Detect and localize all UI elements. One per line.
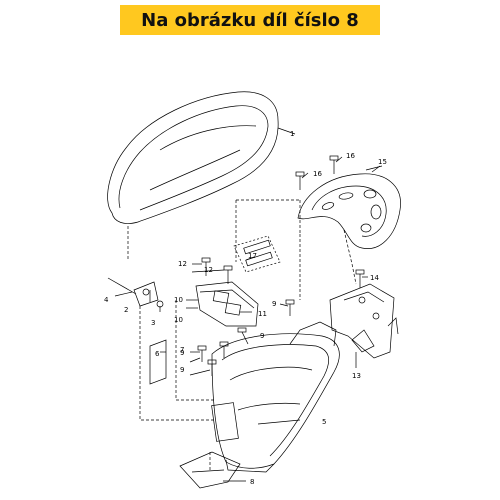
callout-12a: 12 (178, 260, 187, 268)
bracket-part-2 (133, 281, 159, 307)
bolt-14 (355, 269, 365, 288)
callout-9a: 9 (272, 300, 276, 308)
callout-2: 2 (124, 306, 128, 314)
callout-12b: 12 (204, 266, 213, 274)
callout-6: 6 (155, 350, 160, 358)
seat-part (107, 91, 296, 224)
bolt-16a (329, 155, 339, 174)
callout-4: 4 (104, 296, 109, 304)
bolt-16b (295, 171, 305, 190)
callout-16b: 16 (313, 170, 322, 178)
callout-8: 8 (250, 478, 254, 486)
callout-16a: 16 (346, 152, 355, 160)
bolt-9b (197, 345, 207, 362)
callout-15: 15 (378, 158, 387, 166)
callout-11: 11 (258, 310, 267, 318)
bolt-12b (223, 265, 233, 284)
callout-9b: 9 (180, 349, 184, 357)
grab-rail-part (297, 165, 401, 249)
lock-bracket-part (195, 281, 259, 327)
callout-5: 5 (322, 418, 326, 426)
plate-part-8 (179, 451, 241, 489)
callout-3: 3 (151, 319, 155, 327)
callout-9d: 9 (260, 332, 264, 340)
bracket-part-13 (329, 283, 399, 359)
bolt-7 (219, 341, 229, 358)
callout-17: 17 (248, 252, 257, 260)
callout-9c: 9 (180, 366, 184, 374)
hinge-bar-part (233, 235, 281, 273)
callout-14: 14 (370, 274, 379, 282)
bolt-9a (285, 299, 295, 316)
bolt-12a (201, 257, 211, 276)
callout-1: 1 (290, 130, 294, 138)
callout-13: 13 (352, 372, 361, 380)
bolt-9c (207, 359, 217, 376)
bolt-9d (237, 327, 249, 345)
callout-10a: 10 (174, 296, 183, 304)
storage-box-part (211, 321, 340, 473)
plate-part-6 (149, 339, 167, 385)
title-text: Na obrázku díl číslo 8 (141, 9, 359, 31)
title-banner: Na obrázku díl číslo 8 (120, 5, 380, 35)
callout-7: 7 (180, 346, 184, 354)
callout-10b: 10 (174, 316, 183, 324)
